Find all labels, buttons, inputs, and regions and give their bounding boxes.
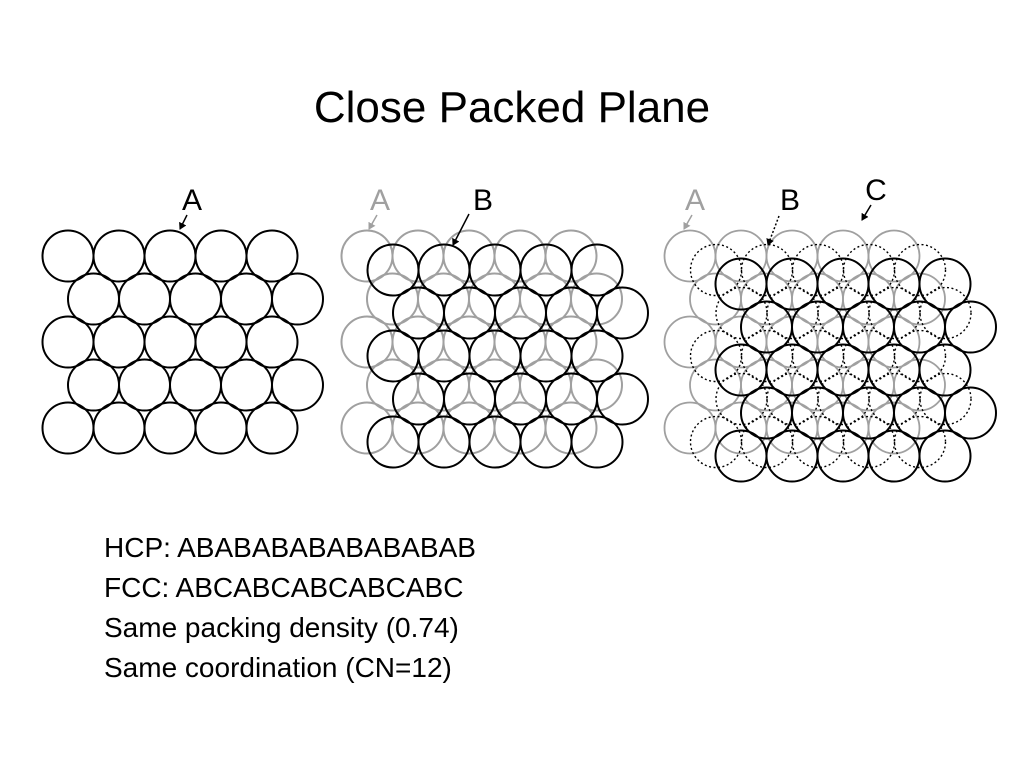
label-a-faint: A [685,184,705,217]
atom-layer-a [41,401,95,455]
atom-layer-c [944,386,997,440]
label-a-faint: A [370,184,390,217]
atom-layer-b [817,286,870,340]
atom-layer-b [868,286,921,340]
atom-layer-b [570,415,624,469]
panel-layer-a [41,229,324,455]
atom-layer-a [271,272,324,326]
layer-labels: A A B A B C [179,174,887,246]
atom-layer-a [570,272,623,326]
bullet-coordination: Same coordination (CN=12) [104,652,452,683]
arrow-b [452,213,470,246]
atom-layer-c [918,343,972,397]
atom-layer-a [570,358,623,412]
atom-layer-a [245,401,299,455]
atom-layer-c [867,429,921,483]
atom-layer-b [715,372,768,426]
arrow-a-faint [683,214,693,230]
atom-layer-b [715,286,768,340]
atom-layer-b [893,415,947,469]
atom-layer-a [92,401,146,455]
atom-layer-b [893,243,947,297]
atom-layer-a [194,401,248,455]
atom-layer-a [867,229,921,283]
label-b: B [473,184,493,217]
atom-layer-b [570,243,624,297]
atom-layer-c [918,257,972,311]
atom-layer-a [271,358,324,412]
atom-layer-a [544,229,598,283]
atom-layer-b [868,372,921,426]
atom-layer-a [544,401,598,455]
atom-layer-b [570,329,624,383]
atom-layer-c [918,429,972,483]
atom-layer-b [842,243,896,297]
bullet-fcc: FCC: ABCABCABCABCABC [104,572,464,603]
atom-layer-b [842,415,896,469]
label-a: A [182,184,202,217]
atom-layer-b [817,372,870,426]
atom-layer-c [765,429,819,483]
bullet-density: Same packing density (0.74) [104,612,459,643]
arrow-a-faint [368,214,378,230]
atom-layer-a [245,229,299,283]
atom-layer-b [596,286,649,340]
label-b: B [780,184,800,217]
atom-layer-c [944,300,997,354]
atom-layer-b [740,329,794,383]
atom-layer-a [663,401,717,455]
arrow-a [179,214,188,230]
atom-layer-b [689,329,743,383]
atom-layer-b [689,415,743,469]
panel-layers-ab [340,229,649,469]
atom-layer-b [893,329,947,383]
atom-layer-c [714,429,768,483]
atom-layer-a [143,401,197,455]
atom-layer-a [867,315,921,369]
atom-layer-b [689,243,743,297]
slide-title: Close Packed Plane [313,83,711,132]
atom-layer-b [766,286,819,340]
bullet-list: HCP: ABABABABABABABAB FCC: ABCABCABCABCA… [104,528,476,688]
atom-layer-b [740,415,794,469]
atom-layer-a [245,315,299,369]
atom-layer-b [842,329,896,383]
arrow-b-dotted [766,215,780,246]
atom-layer-b [791,243,845,297]
atom-layer-b [919,286,972,340]
atom-layer-a [893,358,946,412]
atom-layer-b [919,372,972,426]
atom-layer-b [766,372,819,426]
atom-layer-b [740,243,794,297]
atom-layer-c [816,429,870,483]
atom-layer-b [791,415,845,469]
bullet-hcp: HCP: ABABABABABABABAB [104,532,476,563]
atom-layer-b [791,329,845,383]
atom-layer-b [596,372,649,426]
panel-layers-abc [663,229,997,483]
atom-layer-a [867,401,921,455]
arrow-c [861,204,872,221]
label-c: C [865,174,887,207]
atom-layer-a [893,272,946,326]
atom-layer-a [544,315,598,369]
